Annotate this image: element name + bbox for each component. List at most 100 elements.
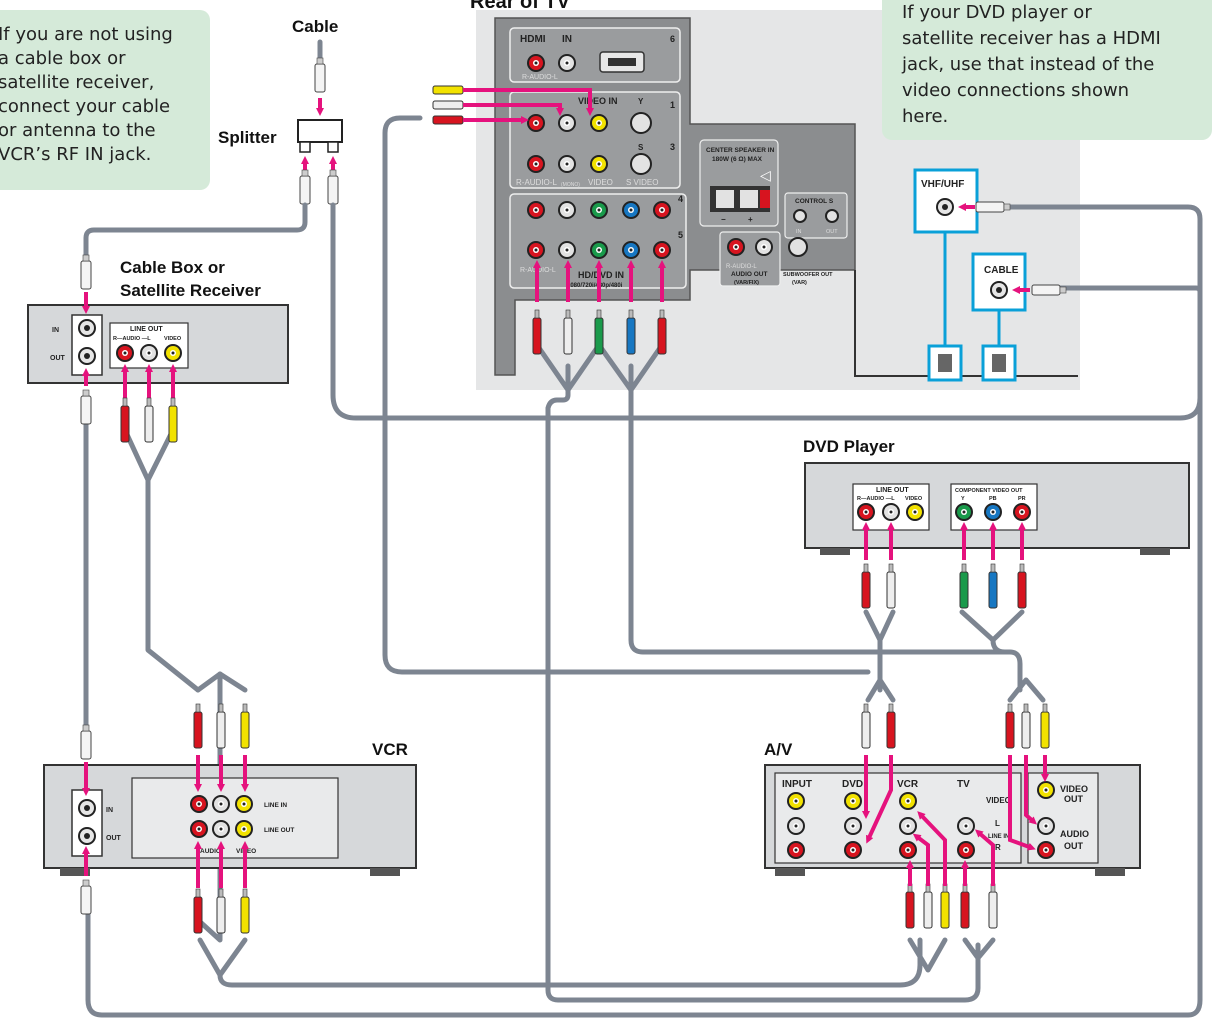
cablebox-out-plug xyxy=(80,389,92,425)
hd4-pr-jack[interactable] xyxy=(653,201,671,219)
vcr-in-plug xyxy=(80,724,92,760)
video1-svideo-jack[interactable] xyxy=(630,112,652,134)
video3-svideo-jack[interactable] xyxy=(630,153,652,175)
video3-audio-r-jack[interactable] xyxy=(527,155,545,173)
hd5-y-jack[interactable] xyxy=(590,241,608,259)
av-input-video-jack[interactable] xyxy=(787,792,805,810)
vcr-rf-in-jack[interactable] xyxy=(78,799,96,817)
av-input-label: INPUT xyxy=(782,779,812,790)
dvd-plugs xyxy=(861,522,1027,609)
hd4-audio-l-jack[interactable] xyxy=(558,201,576,219)
audio-out-l-jack[interactable] xyxy=(755,238,773,256)
av-l-label: L xyxy=(995,819,1000,828)
cablebox-in-plug xyxy=(80,254,92,290)
hd4-y-jack[interactable] xyxy=(590,201,608,219)
vcr-lineout-label: LINE OUT xyxy=(264,827,294,834)
hd4-pb-jack[interactable] xyxy=(622,201,640,219)
cablebox-label-2: Satellite Receiver xyxy=(120,281,261,300)
av-input-r-jack[interactable] xyxy=(787,841,805,859)
note-left xyxy=(0,10,210,190)
vcr-in-label: IN xyxy=(106,807,113,814)
av-tv-label: TV xyxy=(957,779,970,790)
video1-audio-l-jack[interactable] xyxy=(558,114,576,132)
dvd-pr-jack[interactable] xyxy=(1013,503,1031,521)
slot-4: 4 xyxy=(678,194,683,204)
cable-jack[interactable] xyxy=(990,281,1008,299)
dvd-pb-jack[interactable] xyxy=(984,503,1002,521)
hd-dvd-in-label: HD/DVD IN xyxy=(578,270,624,280)
cablebox-audio-l-jack[interactable] xyxy=(140,344,158,362)
subwoofer-label-1: SUBWOOFER OUT xyxy=(783,272,833,278)
vcr-lineout-r-jack[interactable] xyxy=(190,820,208,838)
row2-video-label: VIDEO xyxy=(588,178,613,187)
note-left-text: If you are not using a cable box or sate… xyxy=(0,24,179,165)
av-vcr-r-jack[interactable] xyxy=(899,841,917,859)
cablebox-video-jack[interactable] xyxy=(164,344,182,362)
av-tv-r-jack[interactable] xyxy=(957,841,975,859)
dvd-y-jack[interactable] xyxy=(955,503,973,521)
video3-audio-l-jack[interactable] xyxy=(558,155,576,173)
splitter-port-left[interactable] xyxy=(299,141,311,153)
dvd-audio-r-jack[interactable] xyxy=(857,503,875,521)
dvd-audio-l-jack[interactable] xyxy=(882,503,900,521)
splitter xyxy=(297,119,343,143)
av-audio-out-l-jack[interactable] xyxy=(1037,817,1055,835)
vcr-linein-r-jack[interactable] xyxy=(190,795,208,813)
hd5-pr-jack[interactable] xyxy=(653,241,671,259)
vhf-uhf-jack[interactable] xyxy=(936,198,954,216)
av-tv-l-jack[interactable] xyxy=(957,817,975,835)
hdmi-audio-r-jack[interactable] xyxy=(527,54,545,72)
control-s-in-jack[interactable] xyxy=(793,209,807,223)
vcr-linein-video-jack[interactable] xyxy=(235,795,253,813)
dvd-pr-label: PR xyxy=(1018,496,1026,502)
speaker-terminal-plus[interactable] xyxy=(760,190,770,208)
hd5-audio-l-jack[interactable] xyxy=(558,241,576,259)
vcr-lineout-l-jack[interactable] xyxy=(212,820,230,838)
av-dvd-l-jack[interactable] xyxy=(844,817,862,835)
av-vcr-video-jack[interactable] xyxy=(899,792,917,810)
vcr-foot-right xyxy=(370,868,400,876)
cablebox-rf-out-jack[interactable] xyxy=(78,347,96,365)
cablebox-lineout-label: LINE OUT xyxy=(130,326,163,333)
av-audio-out-r-jack[interactable] xyxy=(1037,841,1055,859)
center-speaker-label-2: 180W (6 Ω) MAX xyxy=(712,156,763,163)
av-input-l-jack[interactable] xyxy=(787,817,805,835)
hdmi-audio-l-jack[interactable] xyxy=(558,54,576,72)
hd4-audio-r-jack[interactable] xyxy=(527,201,545,219)
vcr-lineout-video-jack[interactable] xyxy=(235,820,253,838)
control-s-label: CONTROL S xyxy=(795,198,834,205)
dvd-video-jack[interactable] xyxy=(906,503,924,521)
av-out-plugs xyxy=(1005,703,1050,851)
vcr-linein-l-jack[interactable] xyxy=(212,795,230,813)
video1-audio-r-jack[interactable] xyxy=(527,114,545,132)
cablebox-rf-in-jack[interactable] xyxy=(78,319,96,337)
note-right-line: If your DVD player or xyxy=(902,2,1092,23)
av-dvd-r-jack[interactable] xyxy=(844,841,862,859)
dvd-audio-label: R—AUDIO —L xyxy=(857,496,895,502)
video1-video-jack[interactable] xyxy=(590,114,608,132)
audio-out-r-jack[interactable] xyxy=(727,238,745,256)
speaker-terminal-minus[interactable] xyxy=(716,190,734,208)
video3-video-jack[interactable] xyxy=(590,155,608,173)
splitter-label: Splitter xyxy=(218,128,277,147)
control-s-out-jack[interactable] xyxy=(825,209,839,223)
vcr-linein-label: LINE IN xyxy=(264,802,287,809)
hd5-pb-jack[interactable] xyxy=(622,241,640,259)
cablebox-rca-plugs xyxy=(120,364,178,443)
vcr-out-plug xyxy=(80,879,92,915)
av-audio-out-label-1: AUDIO xyxy=(1060,829,1089,839)
av-dvd-label: DVD xyxy=(842,779,863,790)
row2-audio-label: R-AUDIO-L xyxy=(516,178,557,187)
control-s-in-label: IN xyxy=(796,229,802,235)
splitter-port-right[interactable] xyxy=(327,141,339,153)
s-label: S xyxy=(638,143,644,152)
av-video-out-jack[interactable] xyxy=(1037,781,1055,799)
vhf-uhf-label: VHF/UHF xyxy=(921,179,964,190)
vcr-rf-out-jack[interactable] xyxy=(78,827,96,845)
cablebox-audio-r-jack[interactable] xyxy=(116,344,134,362)
hd5-audio-r-jack[interactable] xyxy=(527,241,545,259)
subwoofer-jack[interactable] xyxy=(788,237,808,257)
av-vcr-l-jack[interactable] xyxy=(899,817,917,835)
av-dvd-video-jack[interactable] xyxy=(844,792,862,810)
speaker-terminal-plus-white[interactable] xyxy=(740,190,758,208)
